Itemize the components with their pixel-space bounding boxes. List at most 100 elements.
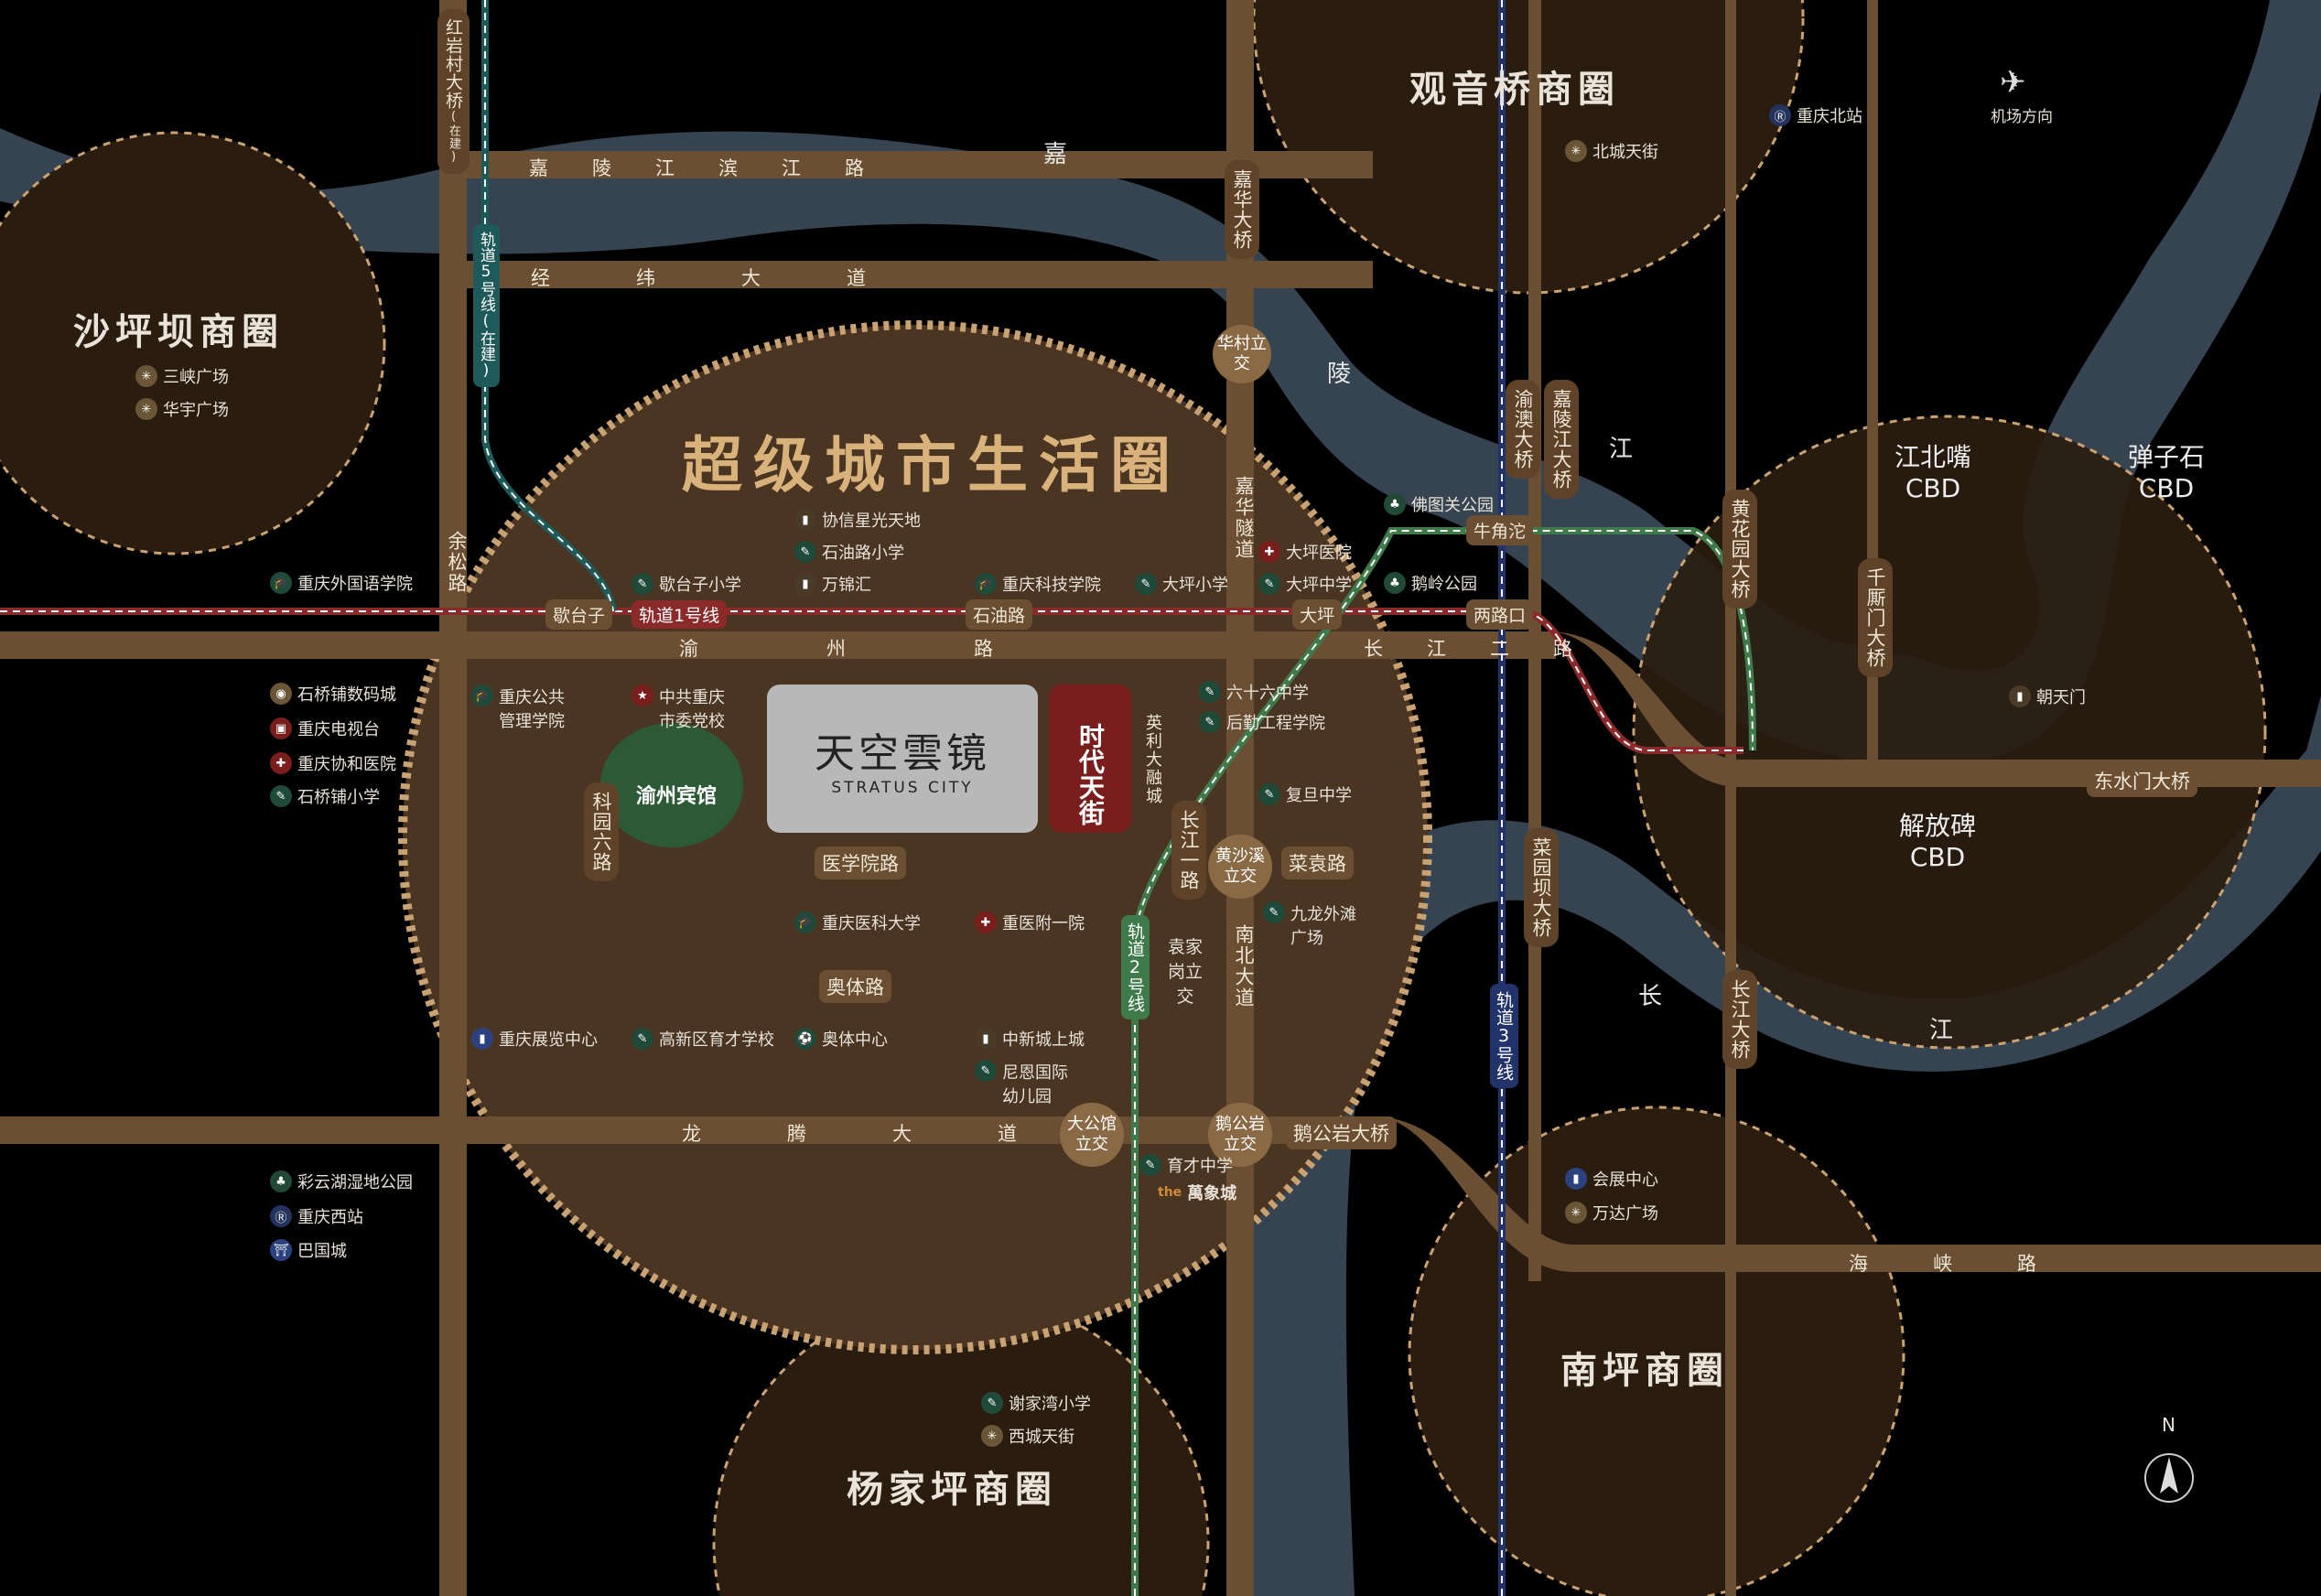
poi-fudan[interactable]: ✎复旦中学 [1258, 782, 1352, 806]
road-changjiang2: 长 江 二 路 [1364, 638, 1574, 660]
station-lianglukou[interactable]: 两路口 [1466, 599, 1534, 630]
metro-line3-label[interactable]: 轨道3号线 [1490, 984, 1518, 1088]
life-circle [398, 320, 1432, 1354]
school-icon: ✎ [1135, 573, 1157, 595]
poi-cqmu[interactable]: 🎓重庆医科大学 [794, 911, 921, 934]
road-caiyuan: 菜袁路 [1281, 847, 1354, 879]
project-logo[interactable]: 天空雲镜 STRATUS CITY [767, 685, 1038, 833]
poi-nien[interactable]: ✎尼恩国际幼儿园 [975, 1060, 1075, 1107]
mall-icon: ✳ [1565, 1202, 1587, 1224]
metro-line5-label[interactable]: 轨道5号线(在建) [473, 224, 500, 387]
building-icon: ▮ [794, 509, 816, 531]
poi-daping-middle[interactable]: ✎大坪中学 [1258, 572, 1352, 596]
interchange-yuanjiagang: 袁家岗立交 [1167, 937, 1203, 1007]
yangtze-river [1236, 696, 2321, 1596]
poi-baguocheng[interactable]: ⛩巴国城 [270, 1238, 347, 1262]
river-char: 长 [1638, 983, 1663, 1010]
poi-cqtv[interactable]: ▣重庆电视台 [270, 717, 380, 740]
station-xietaizi[interactable]: 歇台子 [545, 599, 613, 630]
poi-yucai-middle[interactable]: ✎育才中学 [1139, 1153, 1233, 1177]
school-icon: ✎ [1258, 783, 1280, 805]
project-block-bg [767, 685, 1038, 833]
road-longteng: 龙 腾 大 道 [682, 1123, 1019, 1145]
district-label-guanyinqiao: 观音桥商圈 [1409, 69, 1620, 111]
graduation-cap-icon: 🎓 [794, 911, 816, 933]
poi-olympic[interactable]: ⚽奥体中心 [794, 1027, 888, 1051]
poi-beicheng[interactable]: ✳北城天街 [1565, 139, 1658, 163]
district-label-yangjiaping: 杨家坪商圈 [847, 1469, 1057, 1511]
poi-fotuguan[interactable]: ♣佛图关公园 [1384, 492, 1494, 516]
station-daping[interactable]: 大坪 [1292, 599, 1343, 630]
poi-no66[interactable]: ✎六十六中学 [1199, 680, 1309, 704]
poi-daping-primary[interactable]: ✎大坪小学 [1135, 572, 1228, 596]
school-icon: ✎ [632, 1028, 653, 1050]
poi-huizhan[interactable]: ▮会展中心 [1565, 1167, 1658, 1191]
poi-xicheng[interactable]: ✳西城天街 [981, 1424, 1074, 1448]
station-shiyoulu[interactable]: 石油路 [966, 599, 1033, 630]
poi-sanxia[interactable]: ✳三峡广场 [135, 364, 229, 388]
star-icon: ★ [632, 685, 653, 706]
life-circle-title: 超级城市生活圈 [682, 430, 1182, 501]
interchange-huangshaxi: 黄沙溪立交 [1208, 835, 1272, 899]
bridge-jiahua: 嘉华大桥 [1225, 160, 1259, 259]
river-char: 嘉 [1043, 141, 1068, 168]
bridge-hongyancun: 红岩村大桥(在建) [437, 9, 470, 174]
road-changjiang1: 长江一路 [1171, 801, 1206, 900]
jialing-river [0, 0, 2321, 768]
poi-shiqiaopu-digital[interactable]: ◉石桥铺数码城 [270, 682, 396, 706]
mixc-logo-icon: the [1158, 1185, 1182, 1200]
district-shapingba [0, 131, 386, 555]
poi-jiulong[interactable]: ✎九龙外滩广场 [1263, 901, 1364, 949]
compass-north-label: N [2162, 1414, 2175, 1436]
poi-huayu[interactable]: ✳华宇广场 [135, 397, 229, 421]
mall-icon: ✳ [135, 365, 157, 387]
river-char: 江 [1609, 436, 1634, 463]
poi-sisu[interactable]: 🎓重庆外国语学院 [270, 571, 413, 595]
poi-xiehe[interactable]: ✚重庆协和医院 [270, 751, 396, 775]
poi-logistics-college[interactable]: ✎后勤工程学院 [1199, 710, 1325, 734]
poi-xietaizi-school[interactable]: ✎歇台子小学 [632, 572, 741, 596]
hospital-cross-icon: ✚ [1258, 541, 1280, 563]
tv-icon: ▣ [270, 717, 292, 739]
poi-caiyunhu[interactable]: ♣彩云湖湿地公园 [270, 1170, 413, 1193]
poi-chaotianmen[interactable]: ▮朝天门 [2009, 685, 2086, 708]
poi-wanda[interactable]: ✳万达广场 [1565, 1201, 1658, 1224]
road-haixia: 海 峡 路 [1849, 1253, 2038, 1275]
building-icon: ▮ [2009, 685, 2031, 707]
poi-gaoxin-yucai[interactable]: ✎高新区育才学校 [632, 1027, 774, 1051]
bridge-caiyuanba: 菜园坝大桥 [1524, 828, 1559, 947]
poi-wanjinhui[interactable]: ▮万锦汇 [794, 572, 871, 596]
poi-public-admin[interactable]: 🎓重庆公共管理学院 [471, 685, 572, 732]
project-name-cn: 天空雲镜 [815, 730, 990, 777]
poi-cqust[interactable]: 🎓重庆科技学院 [975, 572, 1101, 596]
interchange-huacun: 华村立交 [1213, 325, 1271, 383]
school-icon: ✎ [794, 541, 816, 563]
poi-xiejiawan[interactable]: ✎谢家湾小学 [981, 1391, 1091, 1415]
building-icon: ▮ [975, 1028, 997, 1050]
poi-shiqiaopu-school[interactable]: ✎石桥铺小学 [270, 784, 380, 808]
times-tianjie-label: 时代天街 [1075, 723, 1106, 825]
school-icon: ✎ [1139, 1154, 1161, 1176]
poi-shiyoulu-school[interactable]: ✎石油路小学 [794, 540, 904, 564]
road-keyuan6: 科园六路 [584, 782, 619, 881]
metro-line2-label[interactable]: 轨道2号线 [1121, 915, 1150, 1019]
poi-eling[interactable]: ♣鹅岭公园 [1384, 571, 1477, 595]
poi-daping-hospital[interactable]: ✚大坪医院 [1258, 540, 1352, 564]
station-niujiaotuo[interactable]: 牛角沱 [1466, 515, 1534, 545]
compass-ring [2144, 1453, 2194, 1503]
poi-cqmu-hospital[interactable]: ✚重医附一院 [975, 911, 1085, 934]
gate-icon: ⛩ [270, 1239, 292, 1261]
poi-xiexin[interactable]: ▮协信星光天地 [794, 508, 921, 532]
poi-zhongxin[interactable]: ▮中新城上城 [975, 1027, 1085, 1051]
poi-exhibition[interactable]: ▮重庆展览中心 [471, 1027, 598, 1051]
road-aoti: 奥体路 [819, 970, 891, 1003]
poi-party-school[interactable]: ★中共重庆市委党校 [632, 685, 732, 732]
graduation-cap-icon: 🎓 [270, 572, 292, 594]
metro-line1-label[interactable]: 轨道1号线 [632, 600, 728, 629]
